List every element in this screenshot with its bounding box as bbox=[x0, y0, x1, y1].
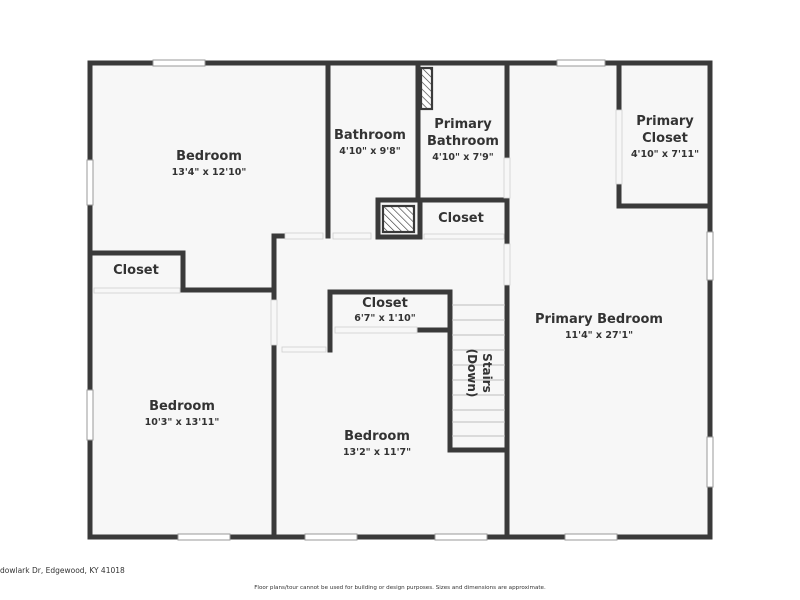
room-name-bedroom-top-left: Bedroom bbox=[176, 149, 242, 164]
room-name-closet-center: Closet bbox=[362, 296, 408, 311]
windows bbox=[86, 59, 714, 541]
room-dims-bedroom-bottom-center: 13'2" x 11'7" bbox=[343, 447, 411, 458]
room-dims-bathroom: 4'10" x 9'8" bbox=[339, 146, 401, 157]
room-name-bedroom-bottom-center: Bedroom bbox=[344, 429, 410, 444]
room-name-bathroom: Bathroom bbox=[334, 128, 406, 143]
stairs-label-line1: Stairs bbox=[480, 353, 494, 393]
walls bbox=[87, 60, 713, 540]
stairs-label-line2: (Down) bbox=[465, 349, 479, 398]
room-name-primary-bathroom-line1: Primary bbox=[434, 117, 492, 132]
room-name-primary-bathroom-line2: Bathroom bbox=[427, 134, 499, 149]
room-dims-bedroom-top-left: 13'4" x 12'10" bbox=[172, 167, 247, 178]
room-dims-primary-closet: 4'10" x 7'11" bbox=[631, 149, 699, 160]
room-dims-closet-center: 6'7" x 1'10" bbox=[354, 313, 416, 324]
room-dims-bedroom-bottom-left: 10'3" x 13'11" bbox=[145, 417, 220, 428]
chase-upper bbox=[419, 66, 434, 111]
room-name-primary-bedroom: Primary Bedroom bbox=[535, 312, 663, 327]
chase-lower bbox=[381, 204, 416, 234]
room-name-closet-hall-top: Closet bbox=[438, 211, 484, 226]
room-name-bedroom-bottom-left: Bedroom bbox=[149, 399, 215, 414]
room-name-primary-closet-line1: Primary bbox=[636, 114, 694, 129]
room-dims-primary-bathroom: 4'10" x 7'9" bbox=[432, 152, 494, 163]
floor-area bbox=[90, 63, 710, 537]
door-openings bbox=[93, 109, 623, 353]
property-address: dowlark Dr, Edgewood, KY 41018 bbox=[0, 566, 125, 575]
room-name-closet-left: Closet bbox=[113, 263, 159, 278]
room-name-primary-closet-line2: Closet bbox=[642, 131, 688, 146]
stair-treads bbox=[452, 304, 505, 437]
disclaimer-text: Floor plans/tour cannot be used for buil… bbox=[254, 585, 546, 591]
room-dims-primary-bedroom: 11'4" x 27'1" bbox=[565, 330, 633, 341]
